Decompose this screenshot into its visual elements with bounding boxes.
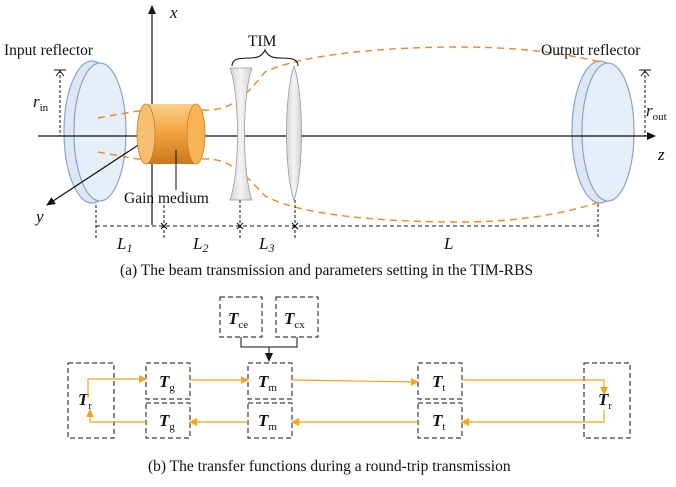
block-tcx-label: Tcx <box>284 309 305 331</box>
input-reflector <box>63 60 127 204</box>
block-tcx-box <box>275 296 319 338</box>
caption-a: (a) The beam transmission and parameters… <box>120 262 533 279</box>
gain-medium-label: Gain medium <box>124 190 209 207</box>
beam-envelope <box>97 46 601 223</box>
y-axis <box>46 135 153 206</box>
r-out-marker: rout <box>639 69 667 136</box>
label-tim-top: Tt <box>432 372 445 394</box>
block-tim-bottom <box>417 402 463 439</box>
label-tim-bottom: Tt <box>432 411 445 433</box>
distance-L2: L2 <box>192 234 208 255</box>
label-gain-bottom: Tg <box>159 411 175 433</box>
axis-y-label: y <box>34 207 44 226</box>
tim-concave-lens <box>229 67 253 201</box>
block-tce-box <box>219 296 263 338</box>
input-reflector-label: Input reflector <box>4 42 94 59</box>
label-reflector-right: Tr <box>598 390 612 412</box>
label-gain-top: Tg <box>159 372 175 394</box>
gain-medium <box>136 103 206 165</box>
axis-z-label: z <box>657 145 665 164</box>
distance-L3: L3 <box>258 234 274 255</box>
block-medium-bottom <box>247 402 293 439</box>
distance-bars <box>95 200 599 238</box>
label-reflector-left: Tr <box>78 390 92 412</box>
label-medium-top: Tm <box>258 372 277 394</box>
flow-arrows <box>86 375 608 426</box>
tim-convex-lens <box>286 64 302 202</box>
block-reflector-right <box>583 362 631 439</box>
distance-L1: L1 <box>116 234 132 255</box>
tim-label: TIM <box>248 33 277 50</box>
r-in-marker: rin <box>33 69 66 136</box>
r-in-label: rin <box>33 92 49 114</box>
panel-b: Tce Tcx Tr Tg Tg Tm Tm Tt Tt Tr <box>67 296 631 475</box>
output-reflector <box>571 60 635 204</box>
caption-b: (b) The transfer functions during a roun… <box>148 458 511 475</box>
label-medium-bottom: Tm <box>258 411 277 433</box>
r-out-label: rout <box>646 101 667 123</box>
tce-tcx-connector <box>240 337 298 361</box>
output-reflector-label: Output reflector <box>541 42 641 59</box>
block-gain-bottom <box>145 402 191 439</box>
tim-brace <box>231 48 299 67</box>
block-reflector-left <box>67 362 115 439</box>
block-tce-label: Tce <box>228 309 248 331</box>
distance-L: L <box>443 234 453 253</box>
axis-x-label: x <box>169 3 178 22</box>
panel-a: x y z Input reflector Output reflector T… <box>4 3 667 279</box>
